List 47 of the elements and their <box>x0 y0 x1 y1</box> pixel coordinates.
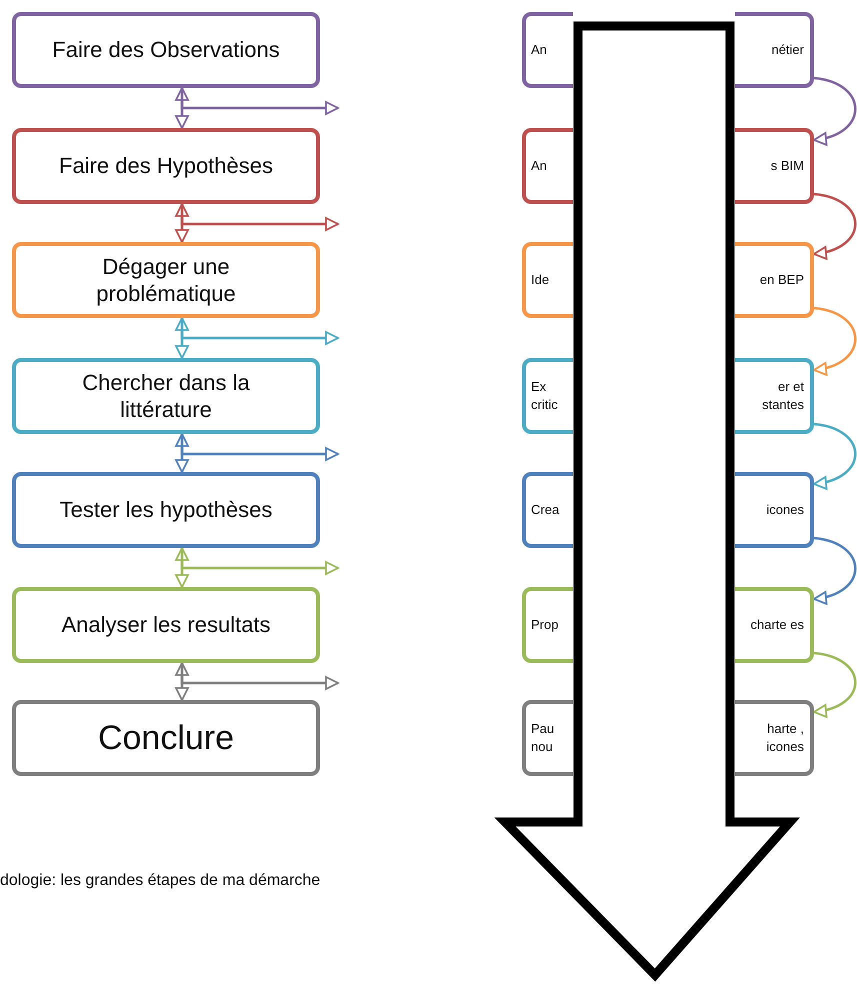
arrow <box>180 204 339 231</box>
arrow <box>813 76 856 145</box>
step-label: Faire des Hypothèses <box>58 152 274 180</box>
arrow <box>813 536 856 604</box>
arrow <box>175 433 189 473</box>
arrow <box>813 306 856 375</box>
arrow <box>813 192 856 259</box>
arrow <box>180 663 339 690</box>
step-label: s BIM <box>770 156 804 175</box>
arrow <box>175 203 189 243</box>
arrow <box>180 548 339 575</box>
step-box <box>12 472 320 548</box>
step-label: Prop <box>531 616 560 634</box>
arrow <box>180 88 339 115</box>
step-box <box>12 700 320 776</box>
step-label: Ide <box>531 270 550 289</box>
step-label: An <box>531 40 548 59</box>
step-label: Tester les hypothèses <box>58 496 274 524</box>
step-box <box>12 128 320 204</box>
arrow <box>813 422 856 489</box>
step-label: harte , icones <box>765 720 804 756</box>
step-label: nétier <box>770 40 804 59</box>
caption: dologie: les grandes étapes de ma démarche <box>0 872 320 890</box>
step-label: Crea <box>531 500 560 519</box>
step-label: An <box>531 156 548 175</box>
step-box <box>12 358 320 434</box>
step-label: charte es <box>750 616 804 634</box>
step-label: Dégager une problématique <box>95 252 237 308</box>
step-box <box>12 587 320 663</box>
arrow <box>180 434 339 461</box>
step-label: Conclure <box>96 718 236 759</box>
step-label: Chercher dans la littérature <box>81 368 251 424</box>
arrow <box>175 662 189 701</box>
step-label: Ex critic <box>531 378 559 414</box>
arrow <box>175 87 189 129</box>
arrow <box>175 547 189 588</box>
step-label: Faire des Observations <box>51 36 281 64</box>
step-label: icones <box>765 500 804 519</box>
step-label: en BEP <box>758 270 804 289</box>
step-label: er et stantes <box>761 378 804 414</box>
step-label: Pau nou <box>531 720 556 756</box>
arrow <box>180 318 339 345</box>
step-box <box>12 12 320 88</box>
arrow <box>175 317 189 359</box>
arrow <box>813 652 856 717</box>
step-label: Analyser les resultats <box>60 611 272 639</box>
step-box <box>12 242 320 318</box>
